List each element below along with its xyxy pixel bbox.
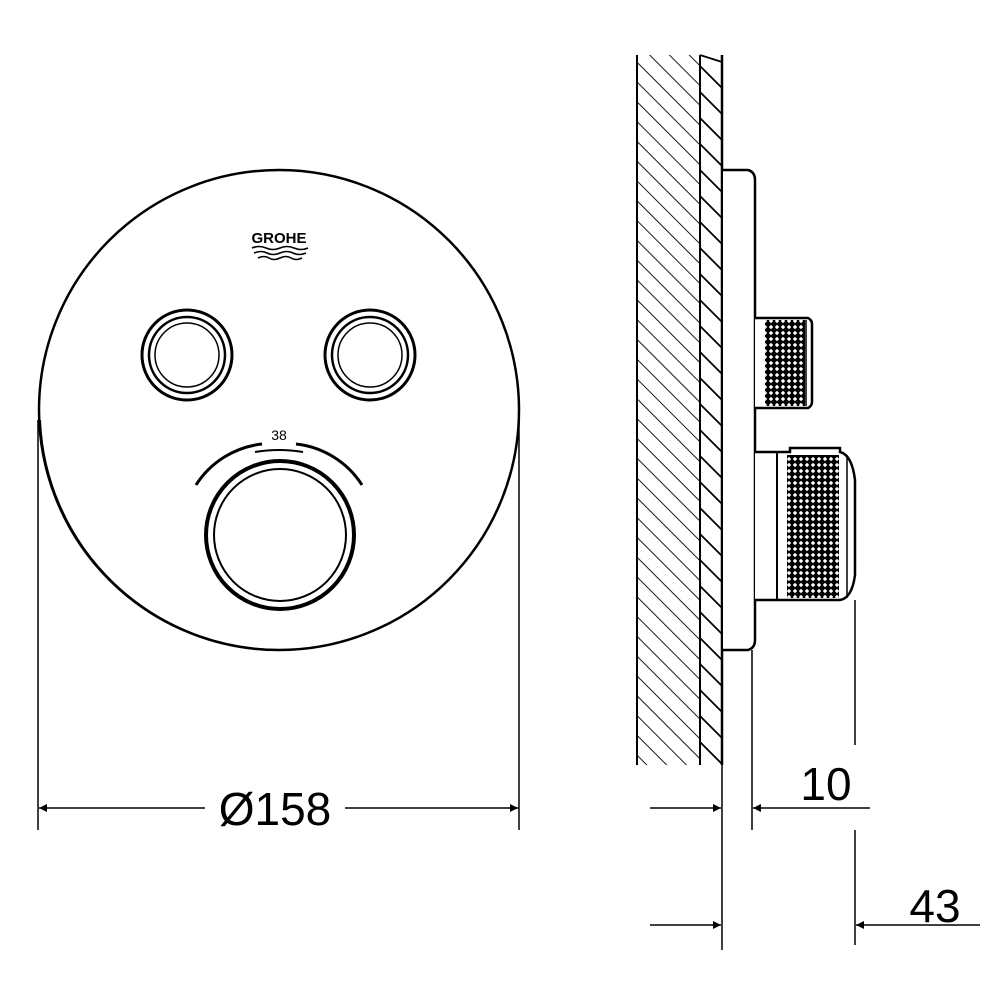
hatch-line — [699, 247, 723, 271]
side-view — [636, 54, 857, 950]
hatch-line — [699, 377, 723, 401]
side-button-knob — [755, 316, 814, 410]
hatch-line — [699, 325, 723, 349]
hatch-line — [699, 169, 723, 193]
hatch-line — [699, 663, 723, 687]
hatch-line — [699, 195, 723, 219]
logo: GROHE — [251, 230, 309, 261]
side-thermostat-knob — [755, 446, 857, 602]
hatch-line — [699, 351, 723, 375]
temperature-mark: 38 — [271, 427, 287, 443]
hatch-line — [699, 65, 723, 89]
thermostat-knob[interactable] — [194, 442, 364, 611]
hatch-line — [699, 221, 723, 245]
wall-section — [637, 55, 700, 765]
svg-text:GROHE: GROHE — [251, 230, 306, 247]
diameter-dimension — [37, 420, 520, 830]
hatch-line — [699, 533, 723, 557]
hatch-line — [699, 143, 723, 167]
scale-arc-left — [194, 442, 263, 486]
hatch-line — [699, 54, 723, 63]
side-cover-plate — [723, 168, 757, 652]
tile-layer — [699, 54, 723, 765]
hatch-line — [699, 559, 723, 583]
front-view: GROHE 38 — [37, 168, 521, 652]
hatch-line — [699, 455, 723, 479]
diameter-label: Ø158 — [219, 783, 332, 835]
projection-dimensions — [650, 804, 980, 929]
hatch-line — [699, 117, 723, 141]
hatch-line — [699, 481, 723, 505]
hatch-line — [699, 507, 723, 531]
hatch-line — [699, 585, 723, 609]
button-left[interactable] — [140, 308, 234, 402]
button-right[interactable] — [323, 308, 417, 402]
hatch-line — [699, 91, 723, 115]
hatch-line — [699, 403, 723, 427]
cover-plate-shadow — [39, 419, 280, 651]
plate-projection-label: 10 — [800, 758, 851, 810]
scale-arc-right — [295, 442, 364, 486]
hatch-line — [699, 299, 723, 323]
hatch-line — [699, 715, 723, 739]
total-projection-label: 43 — [909, 880, 960, 932]
hatch-line — [699, 637, 723, 661]
hatch-line — [699, 429, 723, 453]
hatch-line — [699, 741, 723, 765]
hatch-line — [699, 611, 723, 635]
hatch-line — [699, 273, 723, 297]
hatch-line — [699, 689, 723, 713]
